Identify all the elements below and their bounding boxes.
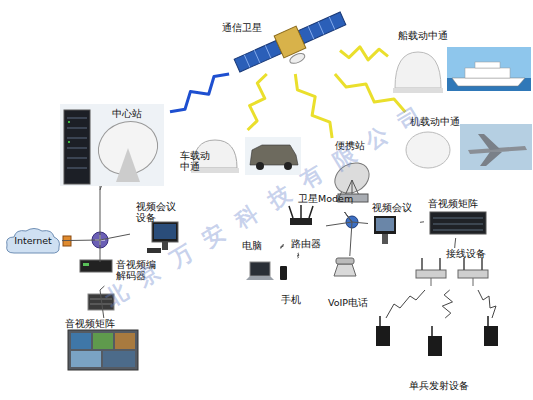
wired-link bbox=[100, 186, 101, 262]
node-label: 单兵发射设备 bbox=[366, 380, 512, 391]
computer: 电脑 bbox=[240, 236, 280, 290]
node-label: 接线设备 bbox=[446, 248, 496, 259]
soldier-radio-icons bbox=[376, 316, 498, 356]
satellite-node: 通信卫星 bbox=[215, 12, 340, 74]
codec-icon bbox=[80, 260, 112, 272]
wired-link bbox=[100, 286, 104, 318]
node-label: 路由器 bbox=[286, 238, 326, 249]
wired-link bbox=[345, 212, 353, 256]
satellite-modem: 卫星Modem bbox=[296, 192, 378, 212]
laptop-icon bbox=[246, 262, 274, 280]
soldier-transmitter: 单兵发射设备 bbox=[366, 318, 512, 396]
node-label: 音视频编解码器 bbox=[116, 259, 160, 281]
ship-terminal: 船载动中通 bbox=[388, 28, 533, 102]
wireless-link bbox=[280, 245, 284, 248]
node-label: 便携站 bbox=[335, 140, 375, 151]
uav-photo bbox=[460, 124, 532, 170]
video-conf-equipment-icon bbox=[147, 222, 178, 253]
distribution-icon bbox=[416, 258, 488, 286]
air-terminal: 机载动中通 bbox=[396, 112, 533, 176]
node-label: 机载动中通 bbox=[410, 116, 470, 127]
node-label: 船载动中通 bbox=[398, 30, 458, 41]
wireless-link bbox=[297, 253, 299, 258]
wireless-link bbox=[442, 290, 452, 318]
wired-link bbox=[345, 212, 369, 224]
air-dome-icon bbox=[406, 132, 450, 168]
ship-dome-icon bbox=[393, 52, 443, 93]
wireless-link bbox=[295, 74, 332, 138]
monitor-wall-icon bbox=[68, 330, 138, 370]
wireless-link bbox=[248, 74, 267, 130]
vehicle-terminal: 车载动中通 bbox=[178, 130, 300, 180]
center-station: 中心站 bbox=[60, 108, 170, 186]
video-conf: 视频会议 bbox=[368, 200, 420, 252]
vehicle-photo bbox=[245, 137, 301, 175]
node-label: 中心站 bbox=[112, 108, 152, 119]
wired-link bbox=[62, 234, 130, 241]
node-label: 卫星Modem bbox=[298, 193, 358, 204]
video-conf-equipment: 视频会议设备 bbox=[130, 200, 192, 256]
node-label: 音视频矩阵 bbox=[65, 318, 135, 329]
phone-icon bbox=[280, 266, 287, 280]
node-label: Internet bbox=[4, 235, 62, 246]
node-label: 手机 bbox=[272, 294, 310, 305]
node-label: 电脑 bbox=[242, 240, 272, 251]
av-codec: 音视频编解码器 bbox=[78, 258, 162, 286]
wired-link bbox=[326, 212, 352, 226]
wired-link bbox=[455, 238, 456, 248]
distribution-device: 接线设备 bbox=[410, 248, 496, 290]
video-conf-icon bbox=[374, 216, 396, 244]
node-label: VoIP电话 bbox=[320, 297, 376, 308]
node-label: 车载动中通 bbox=[180, 150, 212, 172]
av-matrix: 音视频矩阵 bbox=[424, 196, 492, 238]
node-label: 视频会议设备 bbox=[136, 201, 180, 223]
ship-photo bbox=[447, 47, 531, 91]
node-label: 音视频矩阵 bbox=[428, 198, 490, 209]
router: 路由器 bbox=[284, 205, 326, 253]
wireless-link bbox=[340, 47, 388, 60]
watermark: 北京万安科技有限公司 bbox=[82, 82, 457, 324]
voip-phone-icon bbox=[334, 258, 356, 276]
wireless-link bbox=[335, 74, 405, 112]
node-label: 通信卫星 bbox=[222, 22, 274, 33]
satellite-icon bbox=[232, 7, 352, 85]
av-matrix: 音视频矩阵 bbox=[60, 318, 155, 374]
center-station-icon bbox=[60, 104, 165, 186]
mobile-phone: 手机 bbox=[272, 258, 310, 308]
node-label: 视频会议 bbox=[372, 202, 420, 213]
matrix-device-icon bbox=[430, 212, 486, 234]
wired-link bbox=[420, 221, 424, 223]
voip-phone: VoIP电话 bbox=[320, 256, 376, 312]
wireless-bolts bbox=[386, 290, 496, 318]
wireless-link bbox=[170, 74, 229, 112]
router-icon bbox=[289, 205, 313, 225]
internet-cloud: Internet bbox=[4, 226, 62, 256]
